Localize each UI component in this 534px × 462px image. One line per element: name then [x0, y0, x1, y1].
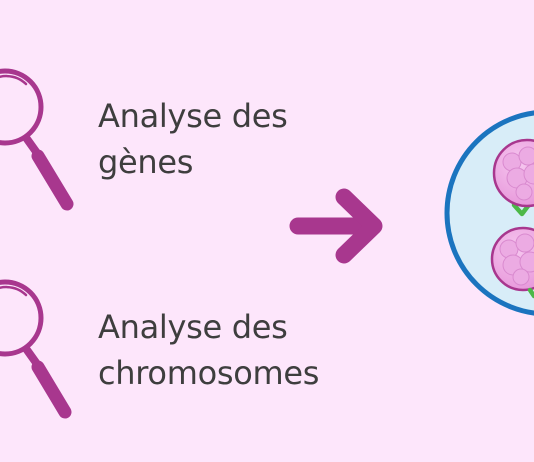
chromosomes-label-line-2: chromosomes	[98, 354, 320, 392]
checkmark-icon	[527, 287, 534, 299]
arrow-right-icon	[289, 188, 383, 264]
genes-label-line-1: Analyse des	[98, 97, 288, 135]
magnifying-glass-icon	[0, 279, 72, 419]
embryo-icon	[492, 138, 534, 208]
embryo-icon	[490, 226, 534, 292]
magnifying-glass-icon	[0, 68, 74, 211]
chromosomes-label-line-1: Analyse des	[98, 308, 288, 346]
chromosomes-analysis-label: Analyse des chromosomes	[98, 304, 319, 396]
genes-label-line-2: gènes	[98, 143, 194, 181]
genes-analysis-label: Analyse des gènes	[98, 93, 288, 185]
